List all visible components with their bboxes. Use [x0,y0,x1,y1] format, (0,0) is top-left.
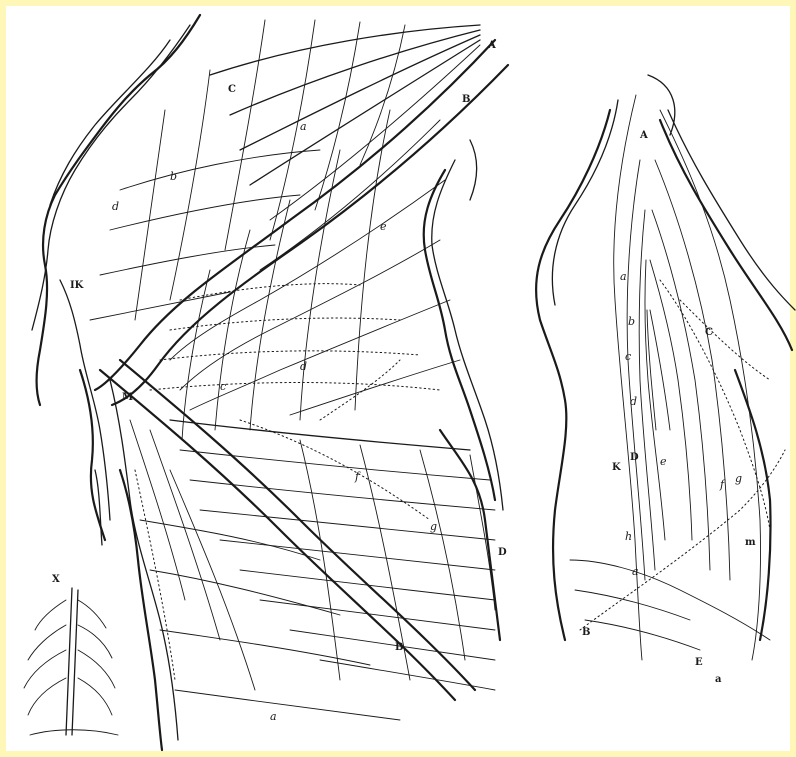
label-h-right: h [625,530,632,543]
label-d-left: d [112,200,119,213]
upper-fan [90,20,480,320]
label-d-right-small: d [630,395,637,408]
label-x: X [52,574,60,585]
label-g-small: g [430,520,437,533]
label-e-right: e [660,455,667,468]
label-d-right: D [498,547,507,558]
label-c-right-small: c [625,350,631,363]
lower-fan [170,420,495,690]
fold-contours [570,75,785,660]
label-m: M [122,392,133,403]
label-e-bottom: E [695,657,703,668]
inset-x-branch [24,588,118,735]
label-c-small: c [220,380,226,393]
label-g-right: g [735,472,742,485]
label-a-lower-right: a [632,565,639,578]
label-d-small: d [300,360,307,373]
label-b-small: b [170,170,177,183]
left-labels: A B C d IK M a b e d c f g D B a X [52,40,507,723]
label-e-small: e [380,220,387,233]
label-a-small: a [300,120,307,133]
label-ik: IK [70,280,84,291]
label-c-left: C [228,84,236,95]
label-f-small: f [354,470,361,483]
label-a-top: A [639,130,648,141]
left-figure: A B C d IK M a b e d c f g D B a X [24,15,508,750]
label-c-right: C [705,327,713,338]
label-b-right-lower: B [582,627,590,638]
label-a-bottom: a [715,674,722,685]
right-figure: A a b c C d D K e f g m h a B E a [536,75,795,685]
label-a-lower: a [270,710,277,723]
right-wall [424,140,503,640]
label-a-right: a [620,270,627,283]
label-b-upper: B [462,94,470,105]
label-k-right: K [612,462,621,473]
label-b-right: b [628,315,635,328]
label-b-lower: B [395,642,403,653]
right-labels: A a b c C d D K e f g m h a B E a [582,130,756,685]
label-m-right: m [745,537,756,548]
label-a-upper: A [487,40,496,51]
label-d-right: D [630,452,639,463]
